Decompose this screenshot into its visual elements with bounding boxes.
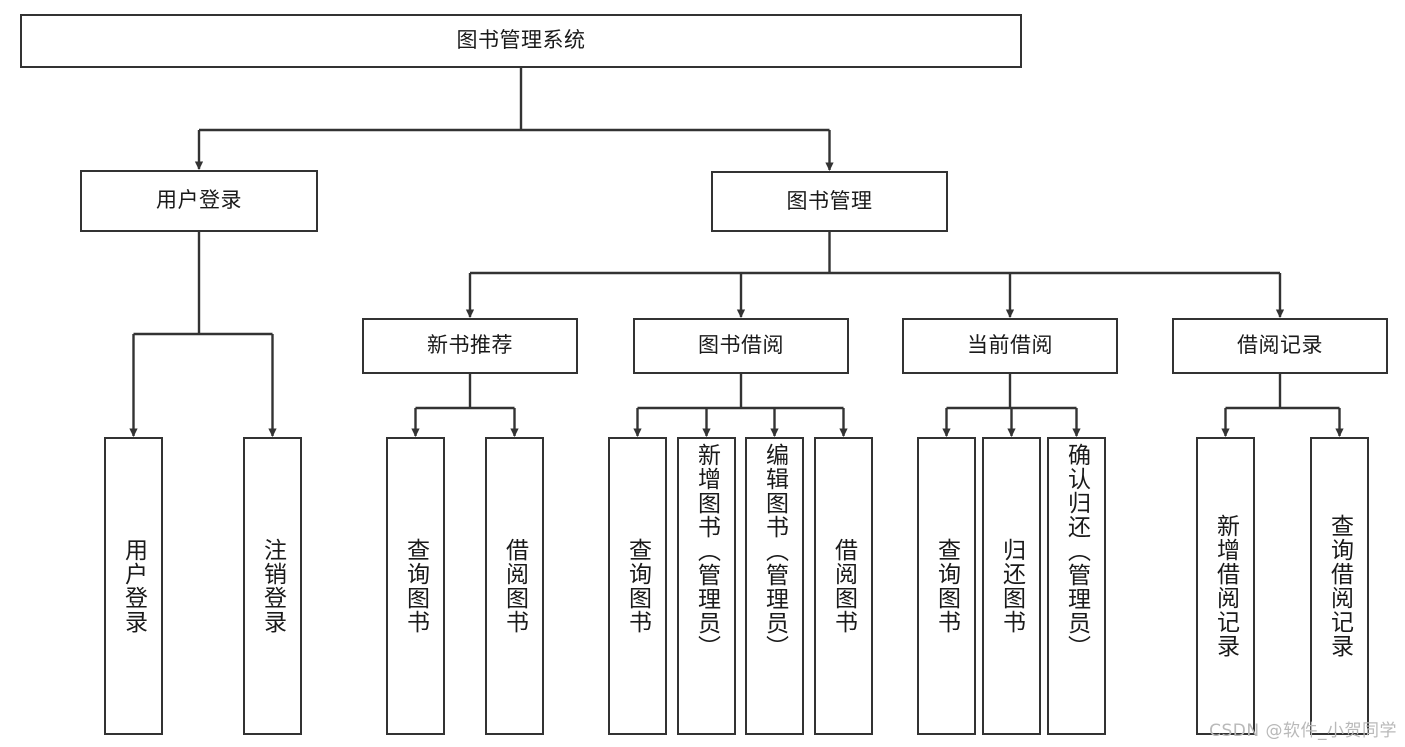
node-label: 新增图书（管理员） xyxy=(693,443,720,659)
node-label: 编辑图书（管理员） xyxy=(761,443,788,659)
node-label: 图书借阅 xyxy=(698,333,784,358)
node-label: 借阅记录 xyxy=(1237,333,1323,358)
node-root-book-management-system[interactable]: 图书管理系统 xyxy=(20,14,1022,68)
node-leaf-confirm-return-admin[interactable]: 确认归还（管理员） xyxy=(1047,437,1106,735)
node-label: 借阅图书 xyxy=(830,538,857,634)
node-label: 用户登录 xyxy=(120,538,147,634)
node-book-borrowing[interactable]: 图书借阅 xyxy=(633,318,849,374)
node-label: 借阅图书 xyxy=(501,538,528,634)
node-leaf-add-borrow-record[interactable]: 新增借阅记录 xyxy=(1196,437,1255,735)
node-label: 用户登录 xyxy=(156,188,242,213)
node-leaf-edit-book-admin[interactable]: 编辑图书（管理员） xyxy=(745,437,804,735)
node-label: 图书管理系统 xyxy=(456,28,586,53)
node-current-borrowing[interactable]: 当前借阅 xyxy=(902,318,1118,374)
node-label: 查询图书 xyxy=(624,538,651,634)
node-leaf-borrow-book-1[interactable]: 借阅图书 xyxy=(485,437,544,735)
node-leaf-logout[interactable]: 注销登录 xyxy=(243,437,302,735)
node-label: 归还图书 xyxy=(998,538,1025,634)
node-new-book-recommendation[interactable]: 新书推荐 xyxy=(362,318,578,374)
node-leaf-query-book-2[interactable]: 查询图书 xyxy=(608,437,667,735)
node-label: 新增借阅记录 xyxy=(1212,514,1239,658)
node-borrowing-record[interactable]: 借阅记录 xyxy=(1172,318,1388,374)
node-leaf-query-borrow-record[interactable]: 查询借阅记录 xyxy=(1310,437,1369,735)
node-leaf-query-book-1[interactable]: 查询图书 xyxy=(386,437,445,735)
node-label: 图书管理 xyxy=(786,188,873,213)
node-label: 注销登录 xyxy=(259,538,286,634)
node-leaf-return-book[interactable]: 归还图书 xyxy=(982,437,1041,735)
node-label: 确认归还（管理员） xyxy=(1063,443,1090,659)
node-leaf-add-book-admin[interactable]: 新增图书（管理员） xyxy=(677,437,736,735)
node-label: 查询借阅记录 xyxy=(1326,514,1353,658)
node-book-management[interactable]: 图书管理 xyxy=(711,171,948,232)
node-leaf-borrow-book-2[interactable]: 借阅图书 xyxy=(814,437,873,735)
node-user-login[interactable]: 用户登录 xyxy=(80,170,318,232)
node-label: 当前借阅 xyxy=(967,333,1053,358)
node-label: 新书推荐 xyxy=(427,333,513,358)
watermark-text: CSDN @软件_小贺同学 xyxy=(1209,721,1397,741)
node-label: 查询图书 xyxy=(402,538,429,634)
node-leaf-user-login[interactable]: 用户登录 xyxy=(104,437,163,735)
node-label: 查询图书 xyxy=(933,538,960,634)
node-leaf-query-book-3[interactable]: 查询图书 xyxy=(917,437,976,735)
